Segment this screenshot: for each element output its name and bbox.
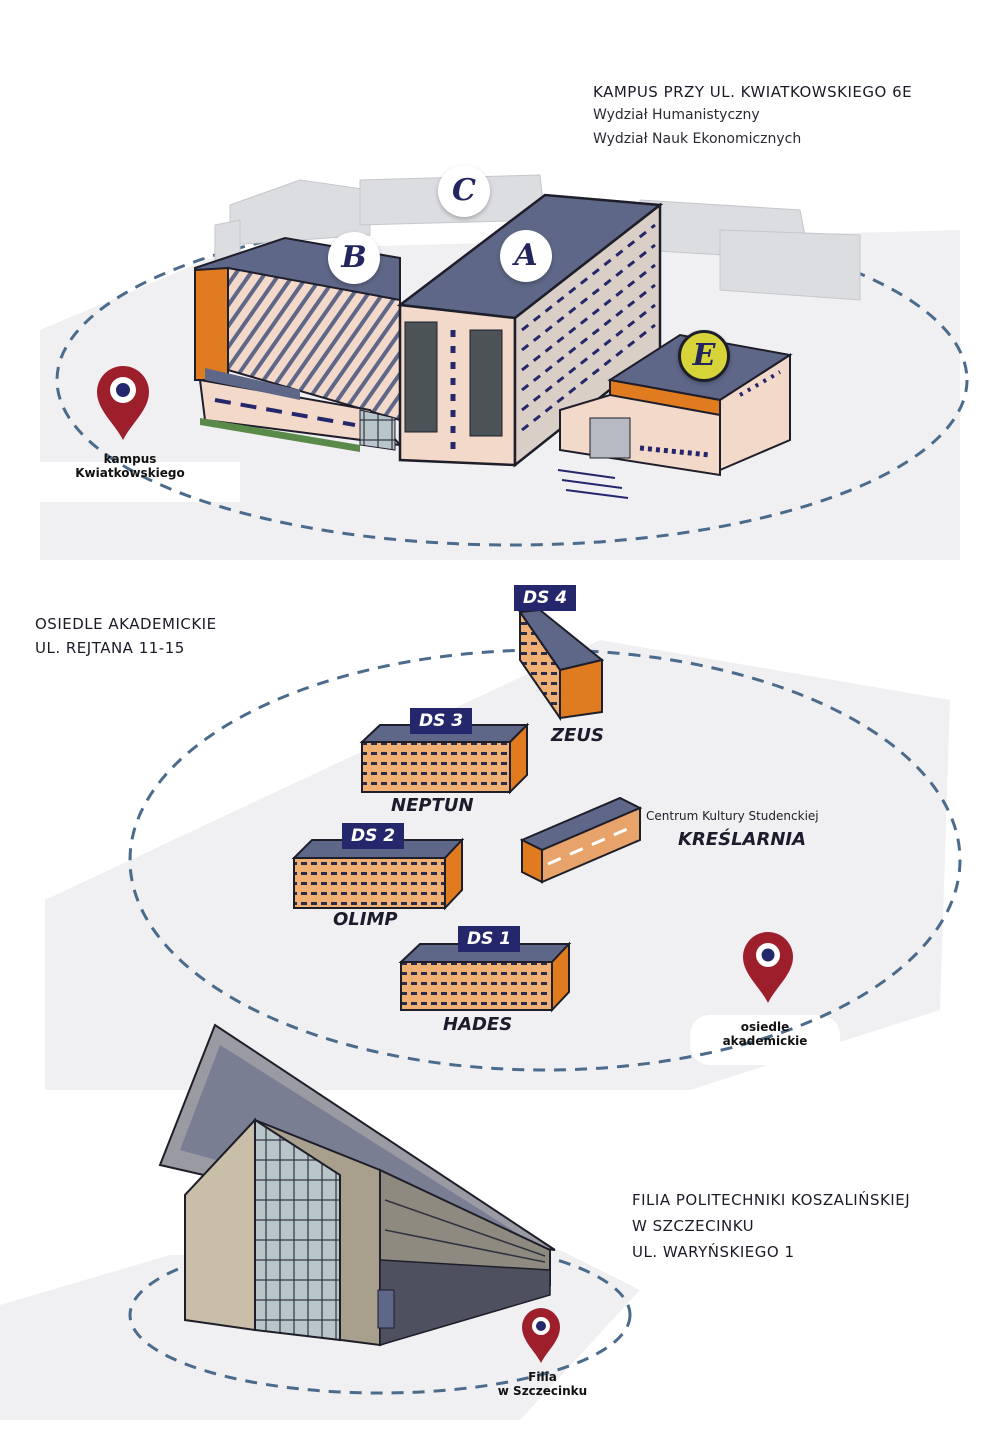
culture-center-caption: Centrum Kultury Studenckiej (646, 809, 819, 823)
dorm-heading-line2: UL. REJTANA 11-15 (35, 639, 185, 657)
building-a-badge: A (500, 230, 552, 282)
dorm-section (45, 608, 962, 1090)
dorm-name-zeus: ZEUS (551, 725, 604, 746)
building-b-badge: B (328, 232, 380, 284)
dorm-name-olimp: OLIMP (333, 909, 398, 930)
campus-pin-label: kampus Kwiatkowskiego (75, 452, 185, 480)
filia-heading-line3: UL. WARYŃSKIEGO 1 (632, 1243, 795, 1261)
dorm-name-neptun: NEPTUN (391, 795, 474, 816)
dorm-code-ds3: DS 3 (410, 708, 473, 734)
filia-heading-line2: W SZCZECINKU (632, 1217, 755, 1235)
dorm-ground (45, 640, 950, 1090)
dorm-name-hades: HADES (443, 1014, 513, 1035)
map-pin-icon[interactable] (743, 932, 793, 1003)
dorm-olimp-building[interactable] (291, 837, 465, 911)
dorm-code-ds4: DS 4 (514, 585, 577, 611)
dorm-heading-line1: OSIEDLE AKADEMICKIE (35, 615, 217, 633)
dorm-dashed-path (128, 648, 962, 1072)
building-e-badge: E (678, 330, 730, 382)
dorm-hades-building[interactable] (398, 941, 572, 1013)
building-c-badge: C (438, 165, 490, 217)
faculty-economics: Wydział Nauk Ekonomicznych (593, 131, 802, 147)
filia-building[interactable] (158, 1023, 556, 1347)
filia-pin-label: Filia w Szczecinku (497, 1370, 588, 1398)
map-pin-icon[interactable] (522, 1308, 560, 1363)
map-pin-icon[interactable] (97, 366, 149, 440)
culture-center-name: KREŚLARNIA (678, 829, 807, 850)
building-a[interactable] (396, 193, 664, 468)
dorm-code-ds2: DS 2 (342, 823, 405, 849)
dorm-pin-label: osiedle akademickie (722, 1020, 808, 1048)
faculty-humanities: Wydział Humanistyczny (593, 107, 760, 123)
building-b[interactable] (194, 236, 403, 452)
kreslarnia-building[interactable] (519, 796, 643, 884)
filia-section (0, 1023, 640, 1420)
dorm-neptun-building[interactable] (359, 722, 530, 795)
dorm-code-ds1: DS 1 (458, 926, 521, 952)
filia-heading-line1: FILIA POLITECHNIKI KOSZALIŃSKIEJ (632, 1191, 911, 1209)
campus-heading: KAMPUS PRZY UL. KWIATKOWSKIEGO 6E (593, 83, 913, 101)
